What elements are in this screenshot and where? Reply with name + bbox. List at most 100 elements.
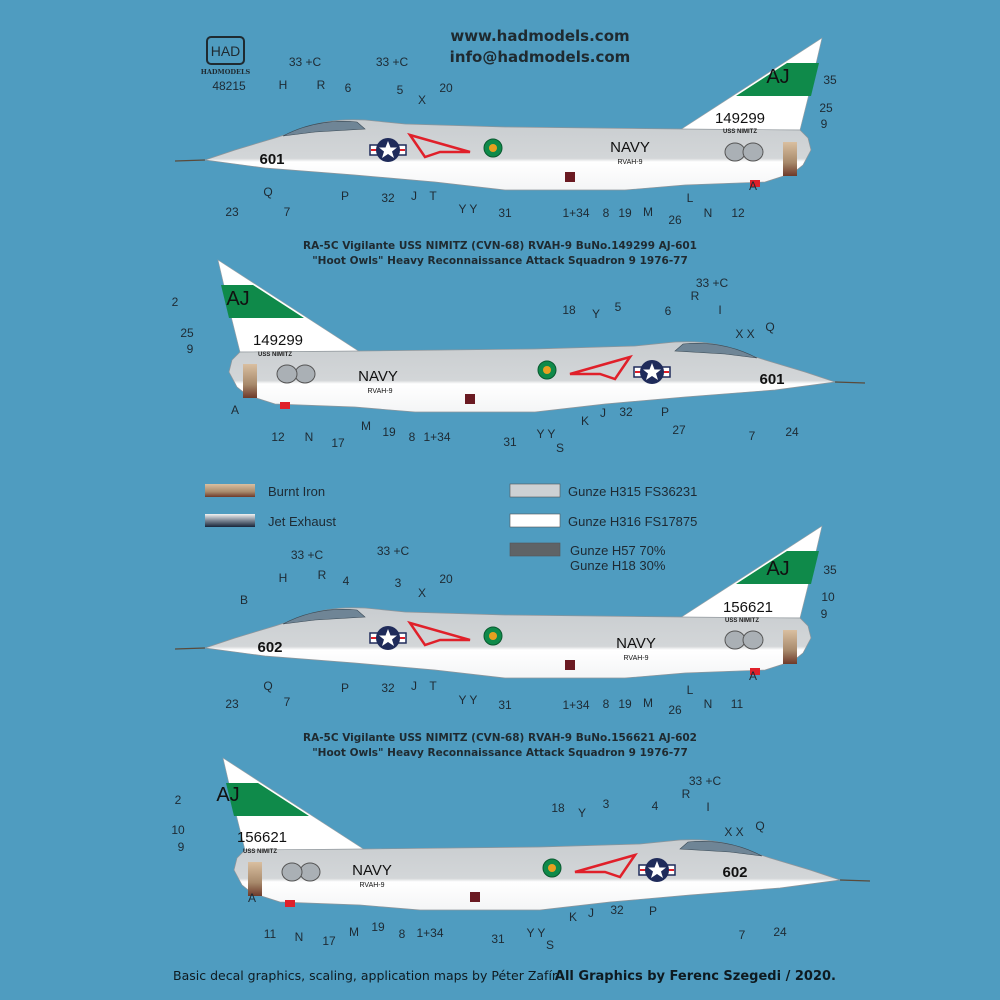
had-logo: HAD HADMODELS 48215: [201, 36, 251, 93]
callout-label: 3: [603, 797, 610, 811]
star-icon: [379, 629, 397, 646]
callout-label: A: [248, 891, 256, 905]
callout-label: M: [643, 205, 653, 219]
owl-icon: [543, 366, 551, 374]
callout-label: 9: [178, 840, 185, 854]
callout-label: X X: [724, 825, 743, 839]
callout-label: 25: [819, 101, 833, 115]
national-insignia: [369, 138, 407, 162]
warning-decal: [750, 180, 760, 187]
ship-name: USS NIMITZ: [243, 849, 277, 855]
ship-name: USS NIMITZ: [723, 129, 757, 135]
callout-label: 33 +C: [377, 544, 410, 558]
callout-label: 20: [439, 572, 453, 586]
callout-label: L: [687, 191, 694, 205]
brand-name: HADMODELS: [201, 68, 251, 76]
callout-label: J: [411, 189, 417, 203]
callout-label: 1+34: [416, 926, 443, 940]
callout-label: N: [295, 930, 304, 944]
callout-label: B: [240, 593, 248, 607]
callout-label: T: [429, 189, 437, 203]
callout-label: 9: [821, 607, 828, 621]
tail-green-band: [226, 783, 309, 816]
caption-1-line2: "Hoot Owls" Heavy Reconnaissance Attack …: [312, 255, 688, 267]
aircraft-serial: 149299: [715, 110, 765, 127]
caption-2-line2: "Hoot Owls" Heavy Reconnaissance Attack …: [312, 747, 688, 759]
star-icon: [643, 363, 661, 380]
callout-label: 19: [618, 206, 632, 220]
callout-label: 7: [749, 429, 756, 443]
dark-panel: [565, 172, 575, 182]
callout-label: H: [279, 78, 288, 92]
national-insignia: [369, 626, 407, 650]
caption-1-line1: RA-5C Vigilante USS NIMITZ (CVN-68) RVAH…: [303, 240, 697, 252]
callout-label: Q: [263, 185, 272, 199]
pitot-probe: [174, 159, 206, 162]
callout-label: M: [643, 696, 653, 710]
callout-label: 32: [381, 191, 395, 205]
callout-label: 12: [271, 430, 285, 444]
callout-label: N: [305, 430, 314, 444]
owl-icon: [489, 144, 497, 152]
callout-label: R: [691, 289, 700, 303]
ship-name: USS NIMITZ: [258, 352, 292, 358]
callout-label: N: [704, 206, 713, 220]
email-link[interactable]: info@hadmodels.com: [450, 48, 631, 66]
callout-label: R: [317, 78, 326, 92]
callout-label: 8: [603, 697, 610, 711]
aircraft-profile-4: [222, 757, 871, 911]
aircraft-serial: 156621: [723, 599, 773, 616]
callout-label: 33 +C: [289, 55, 322, 69]
owl-icon: [489, 632, 497, 640]
callout-label: X X: [735, 327, 754, 341]
callout-label: 35: [823, 73, 837, 87]
callout-label: R: [318, 568, 327, 582]
squadron-code: RVAH-9: [359, 882, 384, 889]
dark-panel: [565, 660, 575, 670]
legend-h57: Gunze H57 70%: [570, 543, 666, 558]
callout-label: 27: [672, 423, 686, 437]
callout-label: 6: [345, 81, 352, 95]
callout-label: 11: [731, 697, 744, 711]
pitot-probe: [839, 879, 871, 882]
callout-label: P: [341, 189, 349, 203]
callout-label: X: [418, 93, 426, 107]
callout-label: 33 +C: [696, 276, 729, 290]
aircraft-profile-1: [174, 37, 823, 191]
red-chevron: [569, 354, 633, 381]
dark-panel: [470, 892, 480, 902]
callout-label: 10: [171, 823, 185, 837]
red-chevron: [574, 852, 638, 879]
tail-code: AJ: [766, 558, 789, 580]
red-chevron: [407, 132, 471, 159]
swatch-h316: [509, 513, 561, 528]
website-link[interactable]: www.hadmodels.com: [450, 27, 629, 45]
callout-label: 1+34: [562, 698, 589, 712]
callout-label: P: [341, 681, 349, 695]
swatch-jet-exhaust: [205, 514, 255, 527]
national-insignia: [633, 360, 671, 384]
callout-label: 32: [610, 903, 624, 917]
engine-intake: [742, 630, 764, 650]
callout-label: Y Y: [459, 202, 478, 216]
callout-label: 25: [180, 326, 194, 340]
callout-label: 23: [225, 205, 239, 219]
callout-label: 7: [739, 928, 746, 942]
canopy: [679, 841, 763, 857]
exhaust-nozzle: [243, 364, 257, 398]
callout-label: 19: [371, 920, 385, 934]
footer-credit-right: All Graphics by Ferenc Szegedi / 2020.: [555, 969, 836, 984]
kit-number: 48215: [212, 79, 246, 93]
callout-label: 19: [382, 425, 396, 439]
callout-label: J: [411, 679, 417, 693]
callout-label: Y Y: [459, 693, 478, 707]
callout-label: A: [231, 403, 239, 417]
national-insignia: [638, 858, 676, 882]
callout-label: 4: [652, 799, 659, 813]
callout-label: S: [546, 938, 554, 952]
callout-label: 32: [381, 681, 395, 695]
callout-label: K: [581, 414, 589, 428]
canopy: [282, 121, 366, 137]
squadron-code: RVAH-9: [617, 159, 642, 166]
tail-green-band: [736, 63, 819, 96]
